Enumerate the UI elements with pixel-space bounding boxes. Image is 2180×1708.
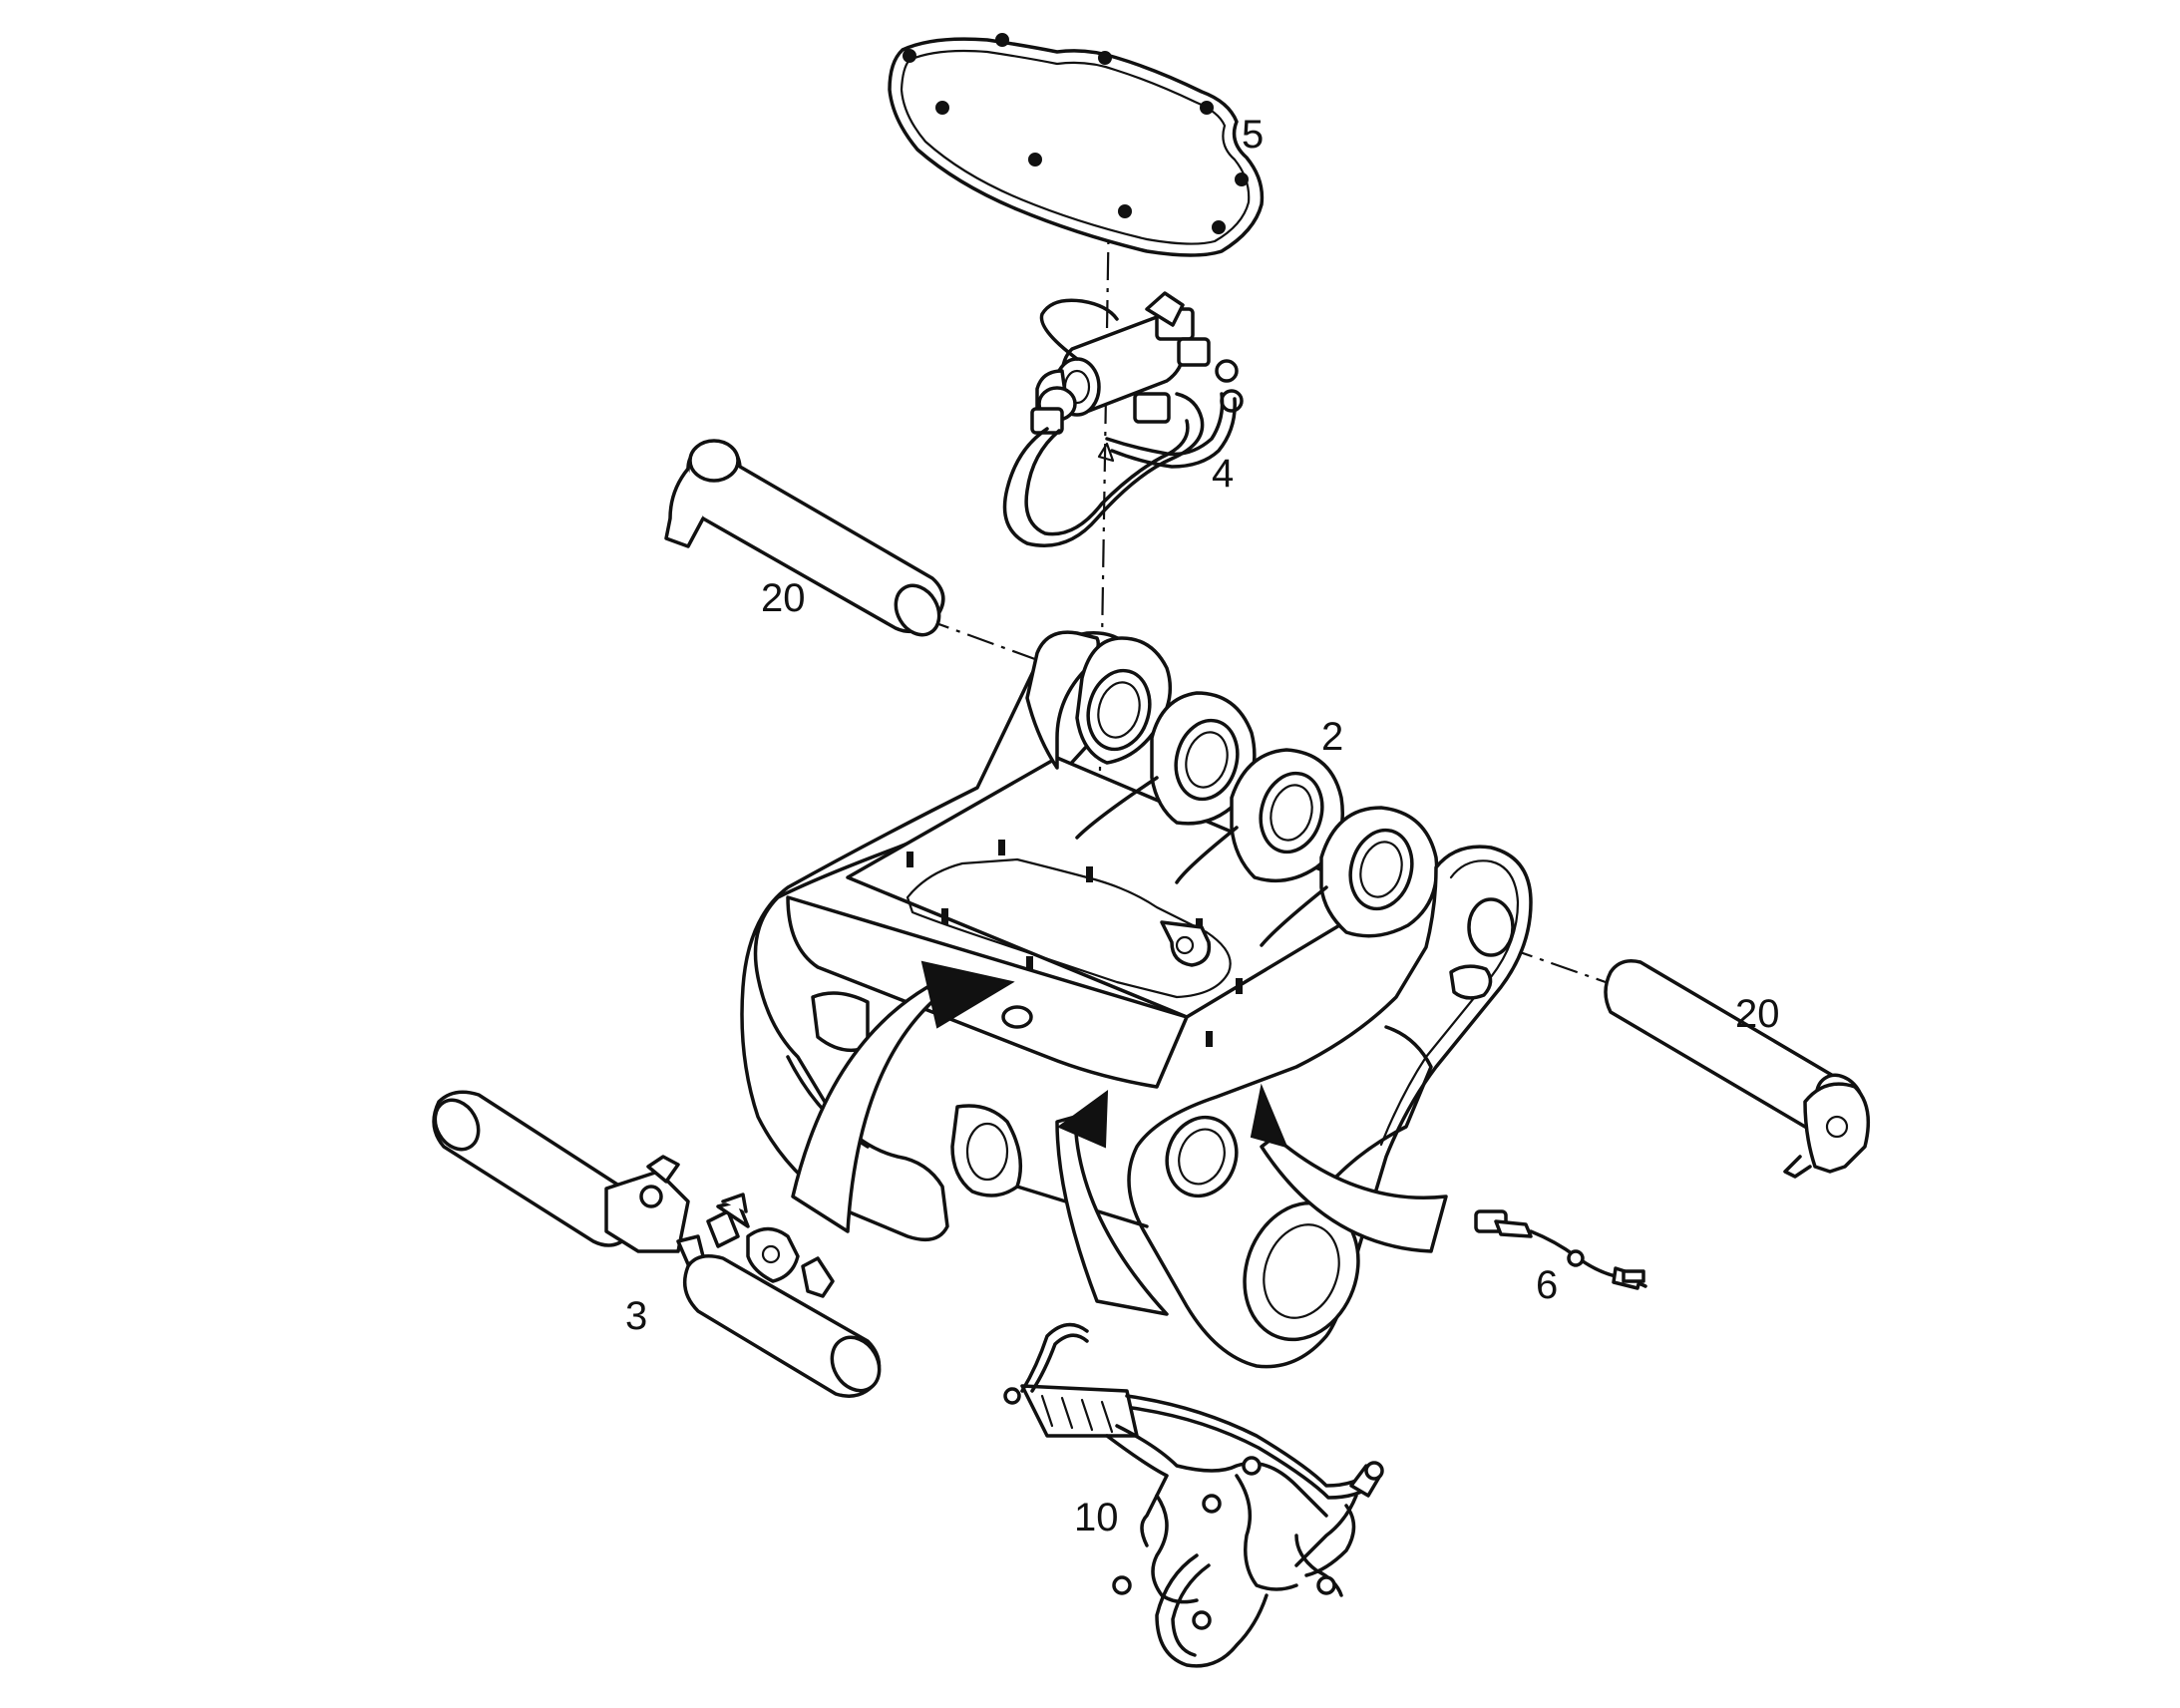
callout-20-left: 20 (761, 576, 806, 620)
part-10-hose-kit (1003, 1322, 1384, 1668)
callout-6: 6 (1536, 1263, 1558, 1307)
callout-5: 5 (1242, 113, 1264, 157)
part-5-cover-plate (888, 33, 1265, 257)
part-20-right-pin (1604, 959, 1871, 1179)
frame-lug-1 (1025, 630, 1173, 770)
callout-4: 4 (1212, 452, 1234, 496)
callout-2: 2 (1321, 715, 1343, 759)
part-20-left-pin (664, 439, 945, 637)
callout-3: 3 (625, 1294, 647, 1338)
part-6-sensor (1474, 1209, 1647, 1290)
frame-lug-2 (1075, 691, 1257, 840)
part-3-locking-cylinder (432, 1090, 882, 1398)
callout-20-right: 20 (1735, 992, 1780, 1036)
part-2-main-frame (740, 630, 1533, 1369)
part-4-valve-assembly (1002, 291, 1244, 547)
callout-10: 10 (1074, 1496, 1119, 1539)
assembly-arrows (791, 960, 1448, 1316)
